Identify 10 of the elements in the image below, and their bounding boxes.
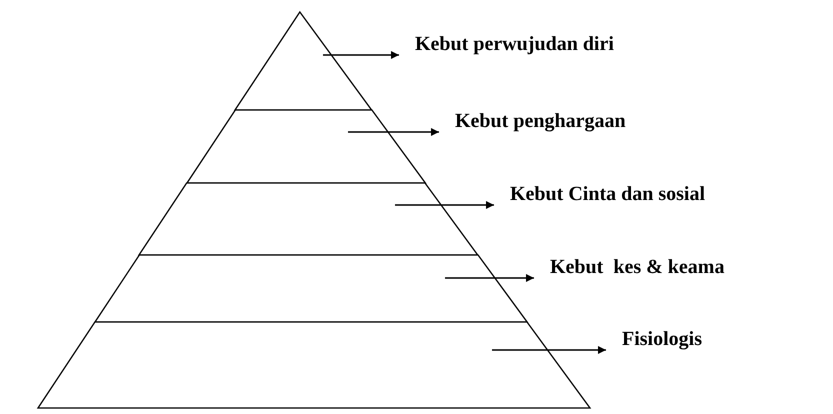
level-label: Kebut Cinta dan sosial: [510, 182, 706, 206]
arrow: [395, 201, 494, 209]
level-label: Kebut kes & keama: [550, 255, 724, 279]
level-label: Fisiologis: [622, 327, 702, 351]
level-label: Kebut penghargaan: [455, 109, 626, 133]
arrow: [492, 346, 606, 354]
level-label: Kebut perwujudan diri: [415, 32, 614, 56]
arrow: [323, 51, 399, 59]
arrow: [445, 274, 534, 282]
arrow: [348, 128, 439, 136]
